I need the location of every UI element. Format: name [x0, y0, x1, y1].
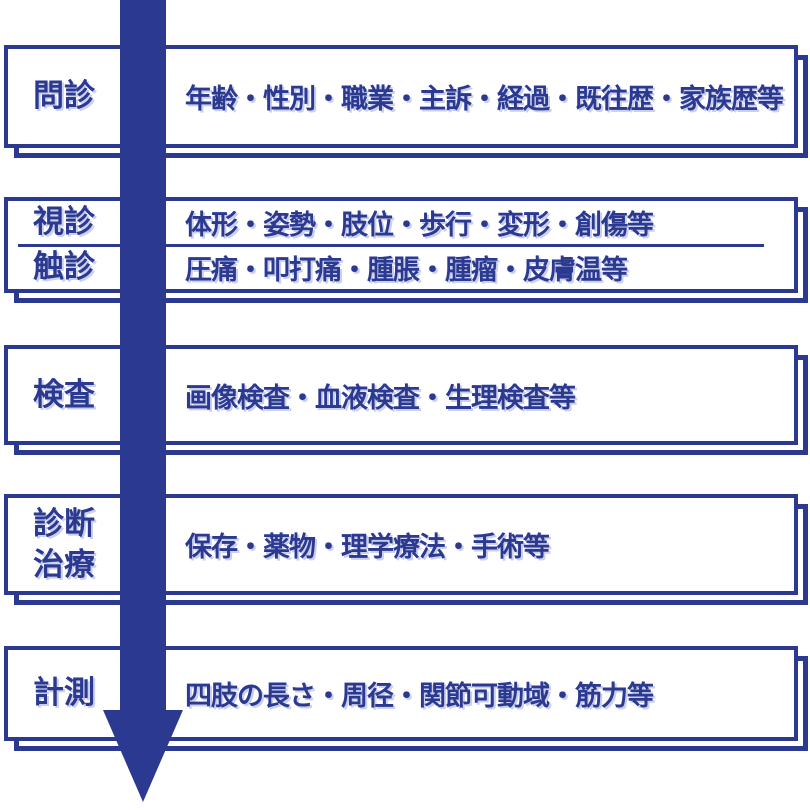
step-row-palpation: 触診 圧痛・叩打痛・腫脹・腫瘤・皮膚温等 [8, 247, 794, 290]
step-row: 診断 治療 保存・薬物・理学療法・手術等 [8, 498, 794, 591]
step-label: 検査 [33, 376, 95, 412]
step-row-inspection: 視診 体形・姿勢・肢位・歩行・変形・創傷等 [8, 201, 794, 244]
step-row: 検査 画像検査・血液検査・生理検査等 [8, 349, 794, 441]
step-row: 問診 年齢・性別・職業・主訴・経過・既往歴・家族歴等 [8, 49, 794, 144]
row-divider [18, 243, 764, 247]
step-label: 計測 [33, 675, 95, 711]
step-row: 計測 四肢の長さ・周径・関節可動域・筋力等 [8, 650, 794, 737]
step-content: 保存・薬物・理学療法・手術等 [185, 532, 550, 562]
step-label: 問診 [33, 78, 95, 114]
step-label: 触診 [33, 249, 95, 285]
step-content: 画像検査・血液検査・生理検査等 [185, 382, 576, 413]
step-content: 圧痛・叩打痛・腫脹・腫瘤・皮膚温等 [185, 255, 628, 286]
step-label: 診断 治療 [33, 505, 95, 582]
step-content: 四肢の長さ・周径・関節可動域・筋力等 [185, 681, 654, 711]
step-label: 視診 [33, 203, 95, 239]
step-content: 体形・姿勢・肢位・歩行・変形・創傷等 [185, 209, 654, 240]
step-examination: 検査 画像検査・血液検査・生理検査等 [4, 345, 808, 455]
down-arrow-shaft [120, 0, 166, 710]
down-arrow-head [103, 710, 183, 802]
step-content: 年齢・性別・職業・主訴・経過・既往歴・家族歴等 [185, 84, 784, 114]
